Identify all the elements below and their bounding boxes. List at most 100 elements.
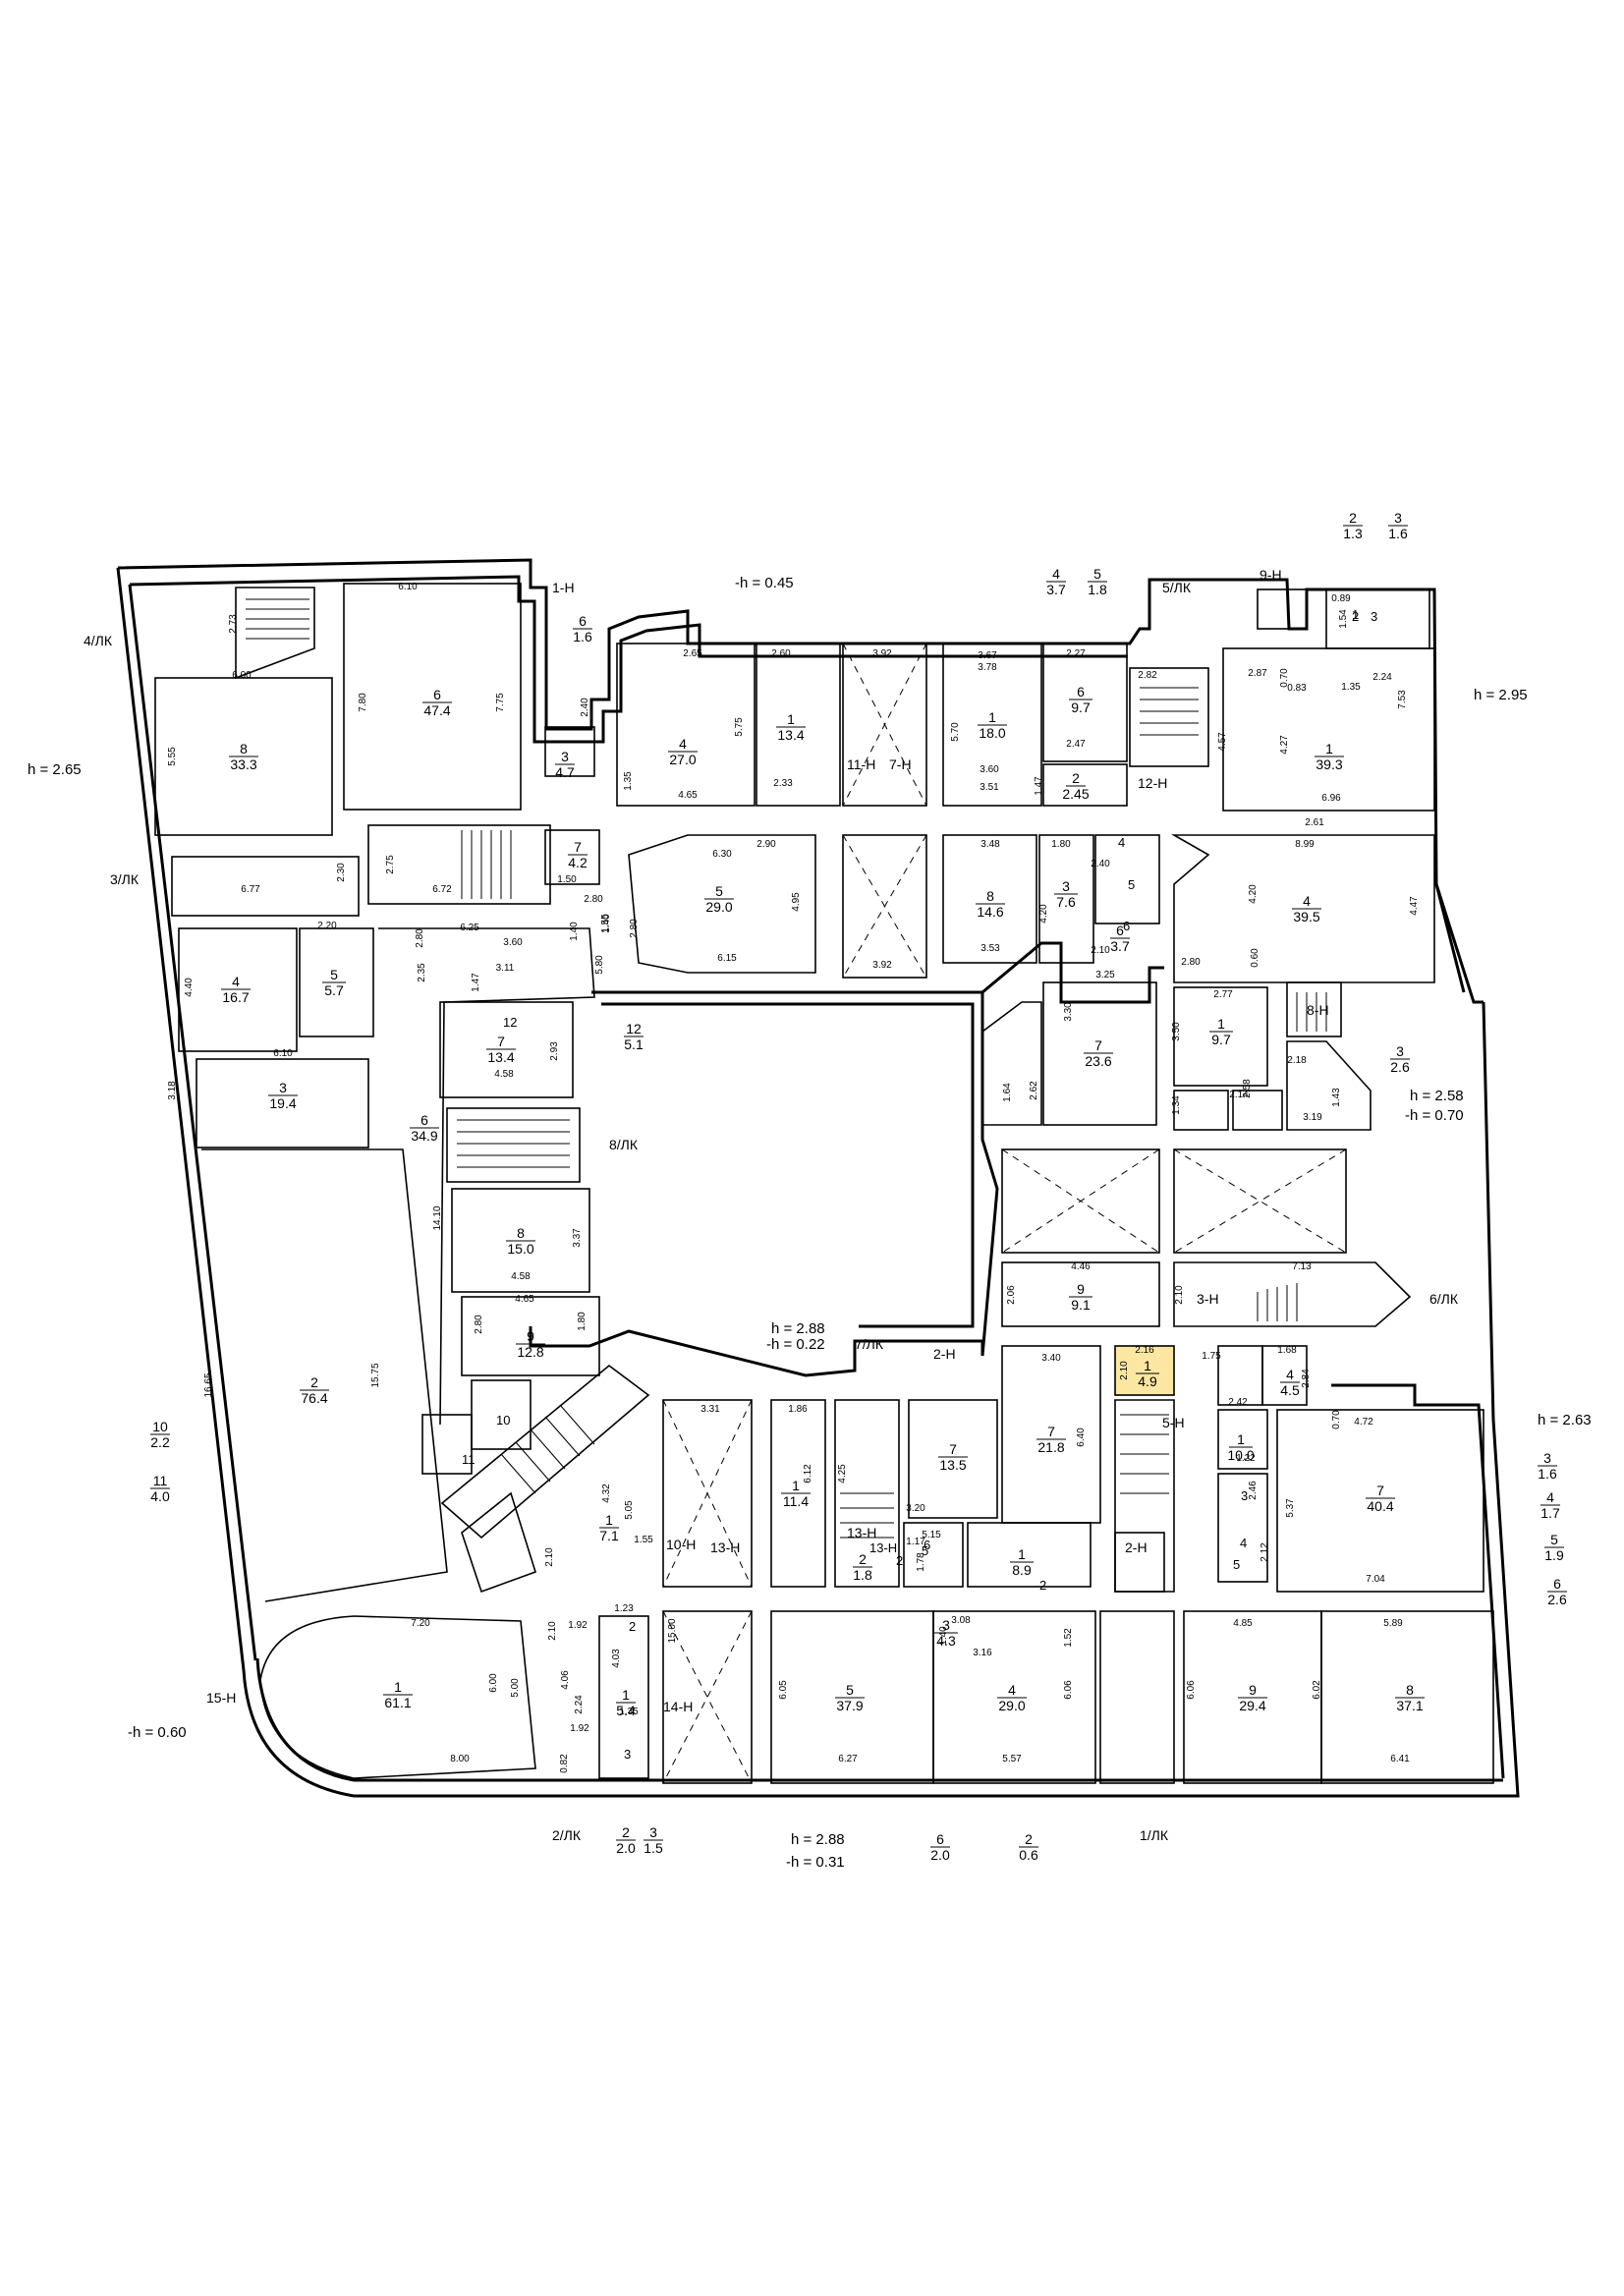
fraction-label: 21.3 (1343, 510, 1363, 541)
room-area: 39.3 (1316, 756, 1342, 772)
dimension-label: 4.58 (511, 1271, 531, 1282)
dimension-label: 2.80 (415, 928, 425, 948)
room-number: 5 (715, 883, 723, 899)
dimension-label: 2.90 (756, 839, 776, 850)
room-number: 6 (1116, 923, 1124, 938)
room-number: 7 (1094, 1037, 1102, 1053)
room-area: 4.2 (568, 855, 588, 870)
fraction-area: 1.5 (644, 1840, 663, 1856)
room-number: 8 (517, 1225, 525, 1241)
entrance-label: 15-Н (206, 1690, 236, 1706)
dimension-label: 5.75 (734, 717, 745, 737)
fraction-number: 3 (1396, 1043, 1404, 1059)
room-number: 1 (792, 1478, 800, 1493)
fraction-label: 61.6 (573, 613, 592, 644)
dimension-label: 2.42 (1228, 1397, 1248, 1408)
dimension-label: 1.80 (577, 1312, 588, 1331)
dimension-label: 2.18 (1287, 1055, 1307, 1066)
dimension-label: 2.80 (584, 894, 603, 905)
dimension-label: 2.35 (417, 963, 427, 982)
dimension-label: 1.40 (601, 914, 612, 933)
dimension-label: 4.47 (1409, 896, 1420, 916)
dimension-label: 6.02 (1312, 1680, 1322, 1700)
dimension-label: 3.11 (496, 963, 515, 974)
entrance-label: 10-Н (666, 1537, 696, 1552)
room-area: 5.7 (324, 982, 344, 998)
dimension-label: 1.47 (471, 973, 481, 992)
room-label: 529.0 (704, 883, 734, 915)
room-number: 1 (622, 1687, 630, 1703)
room-number: 1 (1144, 1358, 1151, 1373)
entrance-label: 5/ЛК (1162, 580, 1192, 595)
dimension-label: 6.41 (1390, 1754, 1410, 1764)
fraction-number: 3 (1543, 1450, 1551, 1466)
dimension-label: 8.99 (1295, 839, 1315, 850)
dimension-label: 1.54 (1338, 609, 1349, 629)
dimension-label: 4.58 (494, 1069, 514, 1080)
dimension-label: 5.05 (624, 1500, 635, 1520)
entrance-label: 3-Н (1197, 1291, 1219, 1307)
room-area: 39.5 (1293, 909, 1319, 924)
room-area: 13.4 (777, 727, 804, 743)
dimension-label: 7.04 (1366, 1574, 1385, 1585)
dimension-label: 4.95 (791, 892, 802, 912)
fraction-label: 51.9 (1544, 1532, 1564, 1563)
room-label: 125.1 (624, 1021, 644, 1052)
fraction-label: 43.7 (1046, 566, 1066, 597)
dimension-label: 1.86 (788, 1404, 808, 1415)
dimension-label: 0.89 (1331, 593, 1351, 604)
dimension-label: 7.80 (358, 693, 368, 712)
dimension-label: 8.00 (450, 1754, 470, 1764)
level-mark: -h = 0.70 (1405, 1107, 1464, 1124)
dimension-label: 4.65 (515, 1294, 534, 1305)
dimension-label: 3.08 (951, 1615, 971, 1626)
dimension-label: 2.93 (549, 1041, 560, 1061)
dimension-label: 1.80 (1051, 839, 1071, 850)
room-number: 4 (1303, 893, 1311, 909)
fraction-number: 4 (1546, 1489, 1554, 1505)
room-label: 99.1 (1069, 1281, 1092, 1313)
room-index-label: 3 (1371, 609, 1377, 624)
room-index-label: 12 (503, 1015, 517, 1030)
room-label: 15.4 (616, 1687, 636, 1718)
courtyard (529, 941, 1164, 1377)
dimension-label: 5.15 (922, 1530, 941, 1540)
fraction-label: 62.6 (1547, 1576, 1567, 1607)
room-area: 61.1 (384, 1695, 411, 1710)
fraction-label: 20.6 (1019, 1831, 1038, 1863)
level-mark: -h = 0.45 (735, 575, 794, 591)
dimension-label: 6.40 (1076, 1428, 1087, 1447)
dimension-label: 2.40 (1091, 859, 1110, 869)
dimension-label: 0.83 (1287, 683, 1307, 694)
dimension-label: 0.60 (1250, 948, 1260, 968)
dimension-label: 2.80 (474, 1315, 484, 1334)
fraction-label: 41.7 (1540, 1489, 1560, 1521)
room-number: 7 (1376, 1483, 1384, 1498)
room-index-label: 5 (922, 1543, 928, 1558)
level-mark: h = 2.95 (1474, 687, 1528, 703)
dimension-label: 3.60 (503, 937, 523, 948)
room-area: 3.7 (1110, 938, 1130, 954)
room-label: 537.9 (835, 1682, 865, 1713)
dimension-label: 2.10 (544, 1547, 555, 1567)
room-label: 740.4 (1366, 1483, 1395, 1514)
room-label: 416.7 (221, 974, 251, 1005)
dimension-label: 2.24 (574, 1695, 585, 1714)
room-area: 29.4 (1239, 1698, 1265, 1713)
north-wing-rooms (616, 588, 1435, 1131)
room-area: 21.8 (1037, 1439, 1064, 1455)
fraction-number: 5 (1093, 566, 1101, 582)
dimension-label: 2.75 (385, 855, 396, 874)
fraction-number: 6 (1553, 1576, 1561, 1592)
room-number: 7 (574, 839, 582, 855)
dimension-label: 2.61 (1305, 817, 1324, 828)
dimension-label: 7.13 (1292, 1261, 1312, 1272)
room-index-label: 1 (1352, 607, 1359, 622)
dimension-label: 0.70 (1279, 668, 1290, 688)
room-area: 7.1 (599, 1528, 619, 1543)
dimension-label: 2.10 (1119, 1361, 1130, 1380)
room-area: 33.3 (230, 756, 256, 772)
dimension-label: 6.25 (460, 923, 479, 933)
dimension-label: 5.00 (510, 1678, 521, 1698)
dimension-label: 2.06 (1006, 1285, 1017, 1305)
